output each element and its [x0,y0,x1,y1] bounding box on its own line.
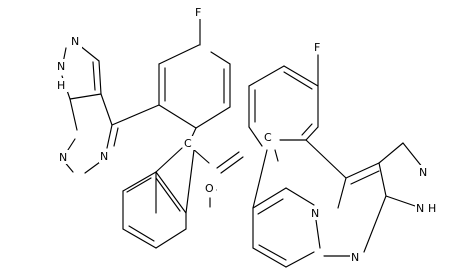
bond [92,61,96,91]
bond [216,151,240,169]
bond [191,147,210,164]
bond [337,177,347,209]
bonds [61,17,424,268]
bond [315,219,321,249]
bond [285,251,315,268]
bond [257,198,284,215]
nitrogen-atom: N [71,35,79,48]
bond [111,104,160,126]
bond [98,60,102,95]
carbon-atom: C [264,131,272,144]
bond [283,65,319,87]
nitrogen-atom: N [57,60,65,73]
bond [158,104,197,129]
bond [155,147,183,173]
bond [113,127,119,147]
bond [122,171,157,192]
hydrogen-atom: H [428,202,436,215]
nitrogen-atom: N [351,251,359,264]
fluorine-atom: F [314,41,320,54]
bond [155,171,187,214]
bond [301,123,313,136]
bond [155,177,181,212]
bond [283,71,313,90]
nitrogen-atom: N [59,151,67,164]
bond [220,156,244,174]
bond [128,225,155,242]
bond [106,124,113,149]
bond [126,177,152,193]
bond [248,65,285,87]
bond [274,149,279,162]
bond [69,93,102,100]
bond [258,244,287,261]
nitrogen-atom: N [100,150,108,163]
bond [345,162,380,179]
bond [122,228,157,249]
bond [350,170,380,185]
bond [363,195,387,253]
bond [252,247,287,268]
bond [385,195,419,208]
bond [285,187,315,206]
bond [210,51,231,65]
bond [378,162,387,197]
bond [378,142,404,164]
bond [195,106,231,129]
fluorine-atom: F [195,6,201,19]
bond [402,142,424,169]
bond [252,187,287,209]
bond [305,139,347,179]
bond [185,149,195,214]
hydrogen-atom: H [57,79,65,92]
bond [158,44,200,65]
carbon-atom: C [184,137,192,150]
atom-labels: F F O C C N N H N N [56,5,439,264]
bond [305,126,319,141]
bond [84,161,101,174]
bond [252,149,268,209]
bond [100,93,113,126]
bond [248,126,263,147]
nitrogen-atom: N [311,207,319,220]
bond [155,228,187,249]
nitrogen-atom: N [416,202,424,215]
bond [69,98,78,131]
nitrogen-atom: N [419,166,427,179]
oxygen-atom: O [205,182,214,195]
